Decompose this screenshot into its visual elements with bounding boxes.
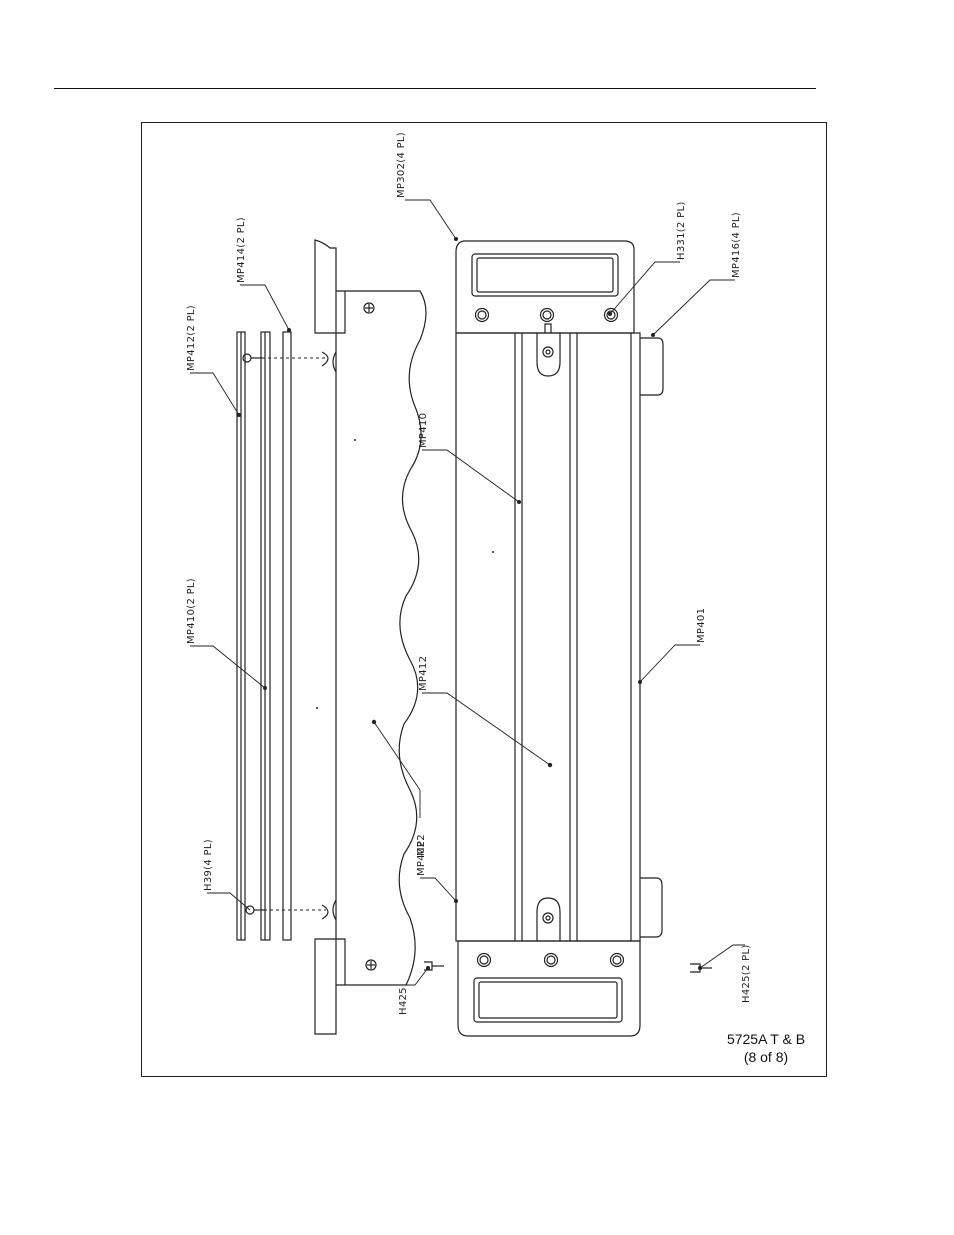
callout-h425-left: H425 xyxy=(398,987,409,1015)
main-case-body xyxy=(456,333,663,941)
figure-caption-sheet: (8 of 8) xyxy=(711,1048,821,1066)
bottom-handle xyxy=(458,941,640,1036)
callout-mp302: MP302(4 PL) xyxy=(396,132,407,198)
lower-rail-bracket xyxy=(537,898,560,941)
callout-mp416: MP416(4 PL) xyxy=(731,212,742,278)
upper-rail-bracket xyxy=(537,324,560,376)
callout-mp412-body: MP412 xyxy=(418,656,429,691)
leader-lines xyxy=(190,200,745,985)
top-handle xyxy=(456,241,634,333)
figure-caption: 5725A T & B (8 of 8) xyxy=(711,1030,821,1066)
figure-caption-title: 5725A T & B xyxy=(711,1030,821,1048)
leader-dots xyxy=(237,237,702,970)
callout-mp402: MP402 xyxy=(416,841,427,876)
callout-h331: H331(2 PL) xyxy=(676,201,687,260)
callout-mp401: MP401 xyxy=(696,608,707,643)
callout-mp410-parts: MP410(2 PL) xyxy=(186,578,197,644)
trim-strips xyxy=(237,332,291,940)
callout-labels: MP302(4 PL) H331(2 PL) MP416(4 PL) MP414… xyxy=(186,132,752,1015)
callout-h39: H39(4 PL) xyxy=(203,839,214,891)
side-panel xyxy=(315,240,426,1034)
callout-mp412-parts: MP412(2 PL) xyxy=(186,305,197,371)
hardware-h425 xyxy=(424,962,712,972)
callout-mp414: MP414(2 PL) xyxy=(236,217,247,283)
alignment-lines xyxy=(262,358,326,910)
callout-h425-right: H425(2 PL) xyxy=(741,944,752,1003)
screws xyxy=(243,352,328,919)
callout-mp410-body: MP410 xyxy=(418,413,429,448)
